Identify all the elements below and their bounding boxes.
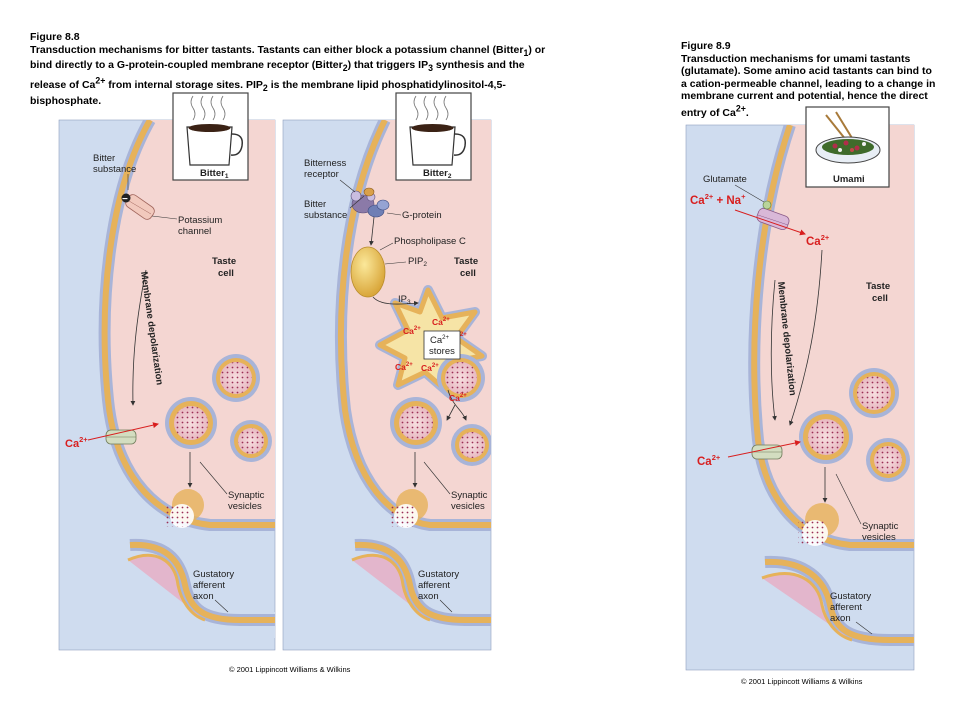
figure-8-9-caption: Figure 8.9 Transduction mechanisms for u… — [681, 40, 936, 120]
g-protein-label: G-protein — [402, 210, 442, 221]
bitter-2-label: Bitter — [423, 168, 448, 179]
calcium-influx-arrow — [87, 422, 159, 441]
copyright-left: © 2001 Lippincott Williams & Wilkins — [229, 665, 351, 674]
cation-influx-arrow — [734, 209, 806, 236]
bitter-1-coffee-box: Bitter1 — [172, 92, 249, 181]
calcium-sodium-label: Ca2+ + Na+ — [690, 192, 746, 207]
panel-umami: Umami Glutamate Ca2+ + Na+ Ca2+ Membrane… — [685, 106, 915, 671]
figure-8-9-body: Transduction mechanisms for umami tastan… — [681, 52, 936, 120]
gustatory-axon — [129, 541, 275, 623]
umami-label: Umami — [833, 174, 865, 185]
svg-text:Ca2+: Ca2+ — [432, 317, 450, 327]
released-calcium-label: Ca2+ — [449, 393, 467, 403]
calcium-label: Ca2+ — [65, 435, 88, 450]
taste-cell-body — [104, 120, 275, 525]
coffee-mug-icon — [186, 126, 233, 166]
bitter-substance-molecule — [363, 187, 375, 197]
calcium-stores-label: Ca2+stores — [429, 335, 455, 357]
phospholipase-c — [350, 246, 386, 298]
svg-text:Ca2+: Ca2+ — [403, 326, 421, 336]
bitter-1-label: Bitter — [200, 168, 225, 179]
pip2-label: PIP2 — [408, 256, 427, 268]
calcium-stores-box — [423, 330, 461, 360]
bitterness-receptor — [350, 190, 376, 214]
bitter-substance-blocker — [121, 193, 131, 203]
copyright-right: © 2001 Lippincott Williams & Wilkins — [741, 677, 863, 686]
svg-text:Bitter1: Bitter1 — [200, 168, 229, 180]
glutamate-label: Glutamate — [703, 174, 747, 185]
gustatory-axon — [354, 541, 491, 623]
gustatory-axon — [764, 558, 914, 643]
g-protein — [367, 199, 390, 218]
calcium-label: Ca2+ — [697, 453, 721, 468]
ip3-label: IP3 — [398, 294, 411, 306]
figure-8-8-title: Figure 8.8 — [30, 31, 80, 43]
cation-permeable-channel — [756, 207, 790, 231]
phospholipase-c-label: Phospholipase C — [394, 236, 466, 247]
svg-text:−: − — [122, 194, 128, 205]
umami-food-box: Umami — [805, 106, 890, 188]
bitter-2-coffee-box: Bitter2 — [395, 92, 472, 181]
svg-text:Ca2+: Ca2+ — [395, 362, 413, 372]
synaptic-vesicles — [390, 354, 491, 528]
calcium-channel — [105, 429, 137, 445]
synaptic-vesicles — [798, 368, 910, 546]
svg-text:Ca2+: Ca2+ — [421, 363, 439, 373]
glutamate-molecule — [762, 200, 772, 210]
figure-8-8-caption: Figure 8.8 Transduction mechanisms for b… — [30, 31, 550, 107]
svg-text:Bitter2: Bitter2 — [423, 168, 452, 180]
calcium-entry-label: Ca2+ — [806, 233, 830, 248]
synaptic-vesicles — [165, 354, 272, 528]
figure-8-8-body: Transduction mechanisms for bitter tasta… — [30, 43, 546, 107]
calcium-influx-arrow — [727, 440, 801, 458]
coffee-mug-icon — [409, 126, 456, 166]
figure-8-9-title: Figure 8.9 — [681, 40, 731, 52]
